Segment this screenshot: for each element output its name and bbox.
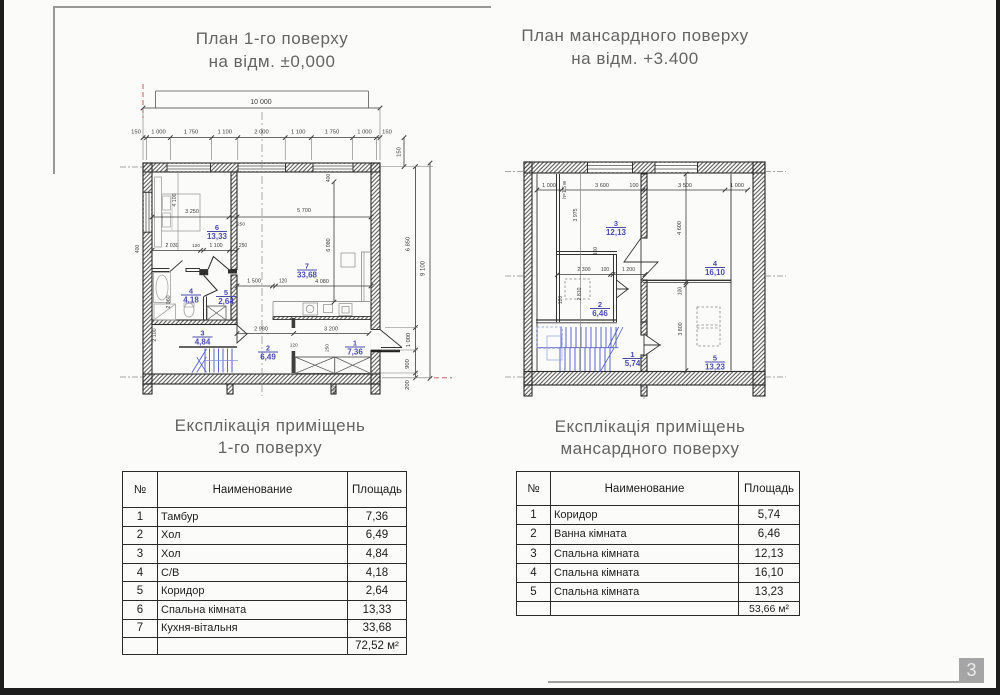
svg-text:2: 2 xyxy=(266,344,270,353)
svg-text:9 100: 9 100 xyxy=(421,260,427,276)
svg-text:3 200: 3 200 xyxy=(324,327,338,333)
svg-text:100: 100 xyxy=(678,287,684,296)
svg-text:120: 120 xyxy=(192,243,200,249)
svg-text:2 030: 2 030 xyxy=(165,243,178,249)
svg-text:3 600: 3 600 xyxy=(595,183,609,189)
svg-text:3 975: 3 975 xyxy=(573,208,579,221)
svg-text:1 500: 1 500 xyxy=(247,279,261,285)
svg-text:900: 900 xyxy=(405,359,411,369)
svg-text:5: 5 xyxy=(713,354,717,363)
svg-text:400: 400 xyxy=(326,174,332,183)
svg-text:150: 150 xyxy=(382,130,392,136)
svg-text:1 000: 1 000 xyxy=(406,333,412,348)
svg-text:6: 6 xyxy=(215,223,219,232)
svg-text:6 080: 6 080 xyxy=(326,238,332,251)
svg-text:1 750: 1 750 xyxy=(184,130,199,136)
svg-text:250: 250 xyxy=(239,243,248,249)
svg-text:1 100: 1 100 xyxy=(291,130,306,136)
svg-text:2 000: 2 000 xyxy=(254,130,269,136)
svg-text:4,18: 4,18 xyxy=(183,296,199,305)
svg-text:2 810: 2 810 xyxy=(577,287,583,300)
svg-text:100: 100 xyxy=(601,267,610,273)
svg-text:120: 120 xyxy=(290,343,298,349)
svg-text:4 100: 4 100 xyxy=(172,193,178,206)
svg-text:3: 3 xyxy=(614,219,618,228)
svg-text:10 000: 10 000 xyxy=(250,99,272,106)
svg-text:400: 400 xyxy=(332,386,337,394)
svg-text:33,68: 33,68 xyxy=(297,271,318,280)
svg-text:120: 120 xyxy=(279,279,288,285)
svg-text:16,10: 16,10 xyxy=(705,268,726,277)
svg-text:3 800: 3 800 xyxy=(678,322,684,335)
svg-text:3: 3 xyxy=(200,329,204,338)
svg-text:7,36: 7,36 xyxy=(347,348,363,357)
svg-text:2,64: 2,64 xyxy=(218,297,234,306)
svg-text:7: 7 xyxy=(305,262,309,271)
svg-text:100: 100 xyxy=(593,247,599,256)
svg-text:13,23: 13,23 xyxy=(705,363,726,372)
svg-text:1 000: 1 000 xyxy=(151,130,166,136)
svg-text:4 600: 4 600 xyxy=(677,221,683,235)
svg-text:h=1,5 м: h=1,5 м xyxy=(562,181,568,199)
svg-text:1 000: 1 000 xyxy=(357,130,372,136)
svg-text:2 300: 2 300 xyxy=(577,267,590,273)
svg-text:250: 250 xyxy=(237,222,245,228)
svg-text:120: 120 xyxy=(558,296,564,305)
svg-text:1 000: 1 000 xyxy=(542,183,556,189)
svg-text:1: 1 xyxy=(353,339,357,348)
svg-text:4: 4 xyxy=(713,259,718,268)
svg-text:400: 400 xyxy=(135,245,141,254)
svg-text:6,49: 6,49 xyxy=(260,353,276,362)
svg-text:1 200: 1 200 xyxy=(622,267,635,273)
svg-text:150: 150 xyxy=(131,130,141,136)
svg-text:150: 150 xyxy=(397,147,403,157)
svg-text:2 100: 2 100 xyxy=(152,328,158,341)
svg-text:4: 4 xyxy=(189,287,194,296)
svg-text:3 500: 3 500 xyxy=(678,183,692,189)
svg-text:2 060: 2 060 xyxy=(166,295,172,308)
svg-text:2 980: 2 980 xyxy=(254,327,268,333)
svg-text:1 750: 1 750 xyxy=(325,130,340,136)
svg-text:1: 1 xyxy=(630,350,634,359)
svg-text:250: 250 xyxy=(325,344,331,352)
svg-text:6 850: 6 850 xyxy=(406,237,412,252)
svg-text:6,46: 6,46 xyxy=(592,309,608,318)
svg-text:12,13: 12,13 xyxy=(606,228,627,237)
svg-text:4,84: 4,84 xyxy=(195,338,211,347)
svg-text:13,33: 13,33 xyxy=(207,232,228,241)
svg-text:5,74: 5,74 xyxy=(625,359,641,368)
svg-text:1 100: 1 100 xyxy=(217,130,232,136)
svg-text:1 100: 1 100 xyxy=(209,243,222,249)
svg-text:4 080: 4 080 xyxy=(315,279,329,285)
svg-text:200: 200 xyxy=(405,380,411,390)
svg-text:1 000: 1 000 xyxy=(730,183,744,189)
svg-text:2: 2 xyxy=(598,300,602,309)
svg-text:5 700: 5 700 xyxy=(297,208,311,214)
svg-text:3 250: 3 250 xyxy=(185,209,199,215)
svg-text:100: 100 xyxy=(629,183,638,189)
svg-text:5: 5 xyxy=(224,288,228,297)
